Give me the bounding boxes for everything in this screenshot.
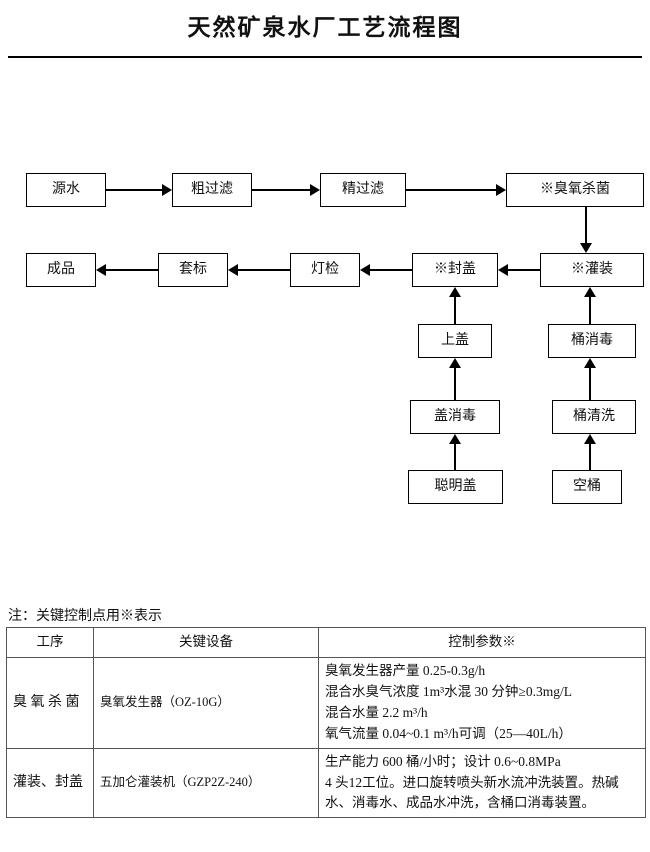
arrowhead-capping [498,264,508,276]
arrowhead-cap-on-bottom [449,358,461,368]
cell-process-filling: 灌装、封盖 [6,747,94,819]
table-header-equipment: 关键设备 [93,627,319,658]
edge-labeling-to-finished [106,269,158,271]
arrowhead-lamp-inspection [360,264,370,276]
flow-node-barrel-washing[interactable]: 桶清洗 [552,400,636,434]
flow-node-cap-disinfection[interactable]: 盖消毒 [410,400,500,434]
arrowhead-barrel-disinfect-bottom [584,358,596,368]
cell-parameters-filling: 生产能力 600 桶/小时；设计 0.6~0.8MPa 4 头12工位。进口旋转… [318,747,646,819]
flow-node-source-water[interactable]: 源水 [26,173,106,207]
edge-fine-to-ozone [406,189,496,191]
flow-node-coarse-filter[interactable]: 粗过滤 [172,173,252,207]
arrowhead-labeling [228,264,238,276]
edge-cap-disinfect-to-cap-on [454,368,456,400]
cell-process-ozone: 臭 氧 杀 菌 [6,656,94,749]
edge-barrel-wash-to-barrel-disinfect [589,368,591,400]
flow-node-lamp-inspection[interactable]: 灯检 [290,253,360,287]
edge-lamp-to-labeling [238,269,290,271]
flow-node-cap-on[interactable]: 上盖 [418,324,492,358]
flow-node-empty-barrel[interactable]: 空桶 [552,470,622,504]
control-parameter-table: 工序 关键设备 控制参数※ 臭 氧 杀 菌 臭氧发生器（OZ-10G） 臭氧发生… [6,627,646,819]
param-line: 氧气流量 0.04~0.1 m³/h可调（25—40L/h） [325,725,572,741]
param-line: 4 头12工位。进口旋转喷头新水流冲洗装置。热碱水、消毒水、成品水冲洗，含桶口消… [325,774,619,811]
table-header-process: 工序 [6,627,94,658]
arrowhead-fine-filter [310,184,320,196]
param-line: 混合水臭气浓度 1m³水混 30 分钟≥0.3mg/L [325,683,572,699]
cell-equipment-ozone: 臭氧发生器（OZ-10G） [93,656,319,749]
table-row: 臭 氧 杀 菌 臭氧发生器（OZ-10G） 臭氧发生器产量 0.25-0.3g/… [6,656,646,749]
edge-source-to-coarse [106,189,162,191]
arrowhead-barrel-wash-bottom [584,434,596,444]
page-title: 天然矿泉水厂工艺流程图 [187,15,463,40]
flow-node-finished-goods[interactable]: 成品 [26,253,96,287]
table-header-parameters: 控制参数※ [318,627,646,658]
edge-ozone-to-filling [585,207,587,243]
edge-coarse-to-fine [252,189,310,191]
flow-node-filling[interactable]: ※灌装 [540,253,644,287]
arrowhead-filling-bottom [584,287,596,297]
edge-cap-on-to-capping [454,297,456,324]
edge-filling-to-capping [508,269,540,271]
title-divider [8,56,642,58]
param-line: 混合水量 2.2 m³/h [325,704,428,720]
param-line: 臭氧发生器产量 0.25-0.3g/h [325,662,486,678]
edge-barrel-disinfect-to-filling [589,297,591,324]
process-flow-diagram: 源水 粗过滤 精过滤 ※臭氧杀菌 ※灌装 ※封盖 灯检 套标 成品 上盖 盖消毒… [26,173,644,504]
flow-node-fine-filter[interactable]: 精过滤 [320,173,406,207]
legend-note: 注：关键控制点用※表示 [8,609,162,624]
arrowhead-cap-disinfect-bottom [449,434,461,444]
arrowhead-ozone [496,184,506,196]
flow-node-capping[interactable]: ※封盖 [412,253,498,287]
arrowhead-capping-bottom [449,287,461,297]
edge-smart-cap-to-cap-disinfect [454,444,456,470]
flow-node-labeling[interactable]: 套标 [158,253,228,287]
edge-empty-barrel-to-barrel-wash [589,444,591,470]
flow-node-barrel-disinfection[interactable]: 桶消毒 [548,324,636,358]
arrowhead-filling-top [580,243,592,253]
table-row: 灌装、封盖 五加仑灌装机（GZP2Z-240） 生产能力 600 桶/小时；设计… [6,747,646,819]
param-line: 生产能力 600 桶/小时；设计 0.6~0.8MPa [325,753,561,769]
table-header-row: 工序 关键设备 控制参数※ [6,627,646,658]
flow-node-ozone-sterilization[interactable]: ※臭氧杀菌 [506,173,644,207]
arrowhead-finished-goods [96,264,106,276]
edge-capping-to-lamp [370,269,412,271]
flow-node-smart-cap[interactable]: 聪明盖 [408,470,503,504]
cell-parameters-ozone: 臭氧发生器产量 0.25-0.3g/h 混合水臭气浓度 1m³水混 30 分钟≥… [318,656,646,749]
cell-equipment-filling: 五加仑灌装机（GZP2Z-240） [93,747,319,819]
arrowhead-coarse-filter [162,184,172,196]
